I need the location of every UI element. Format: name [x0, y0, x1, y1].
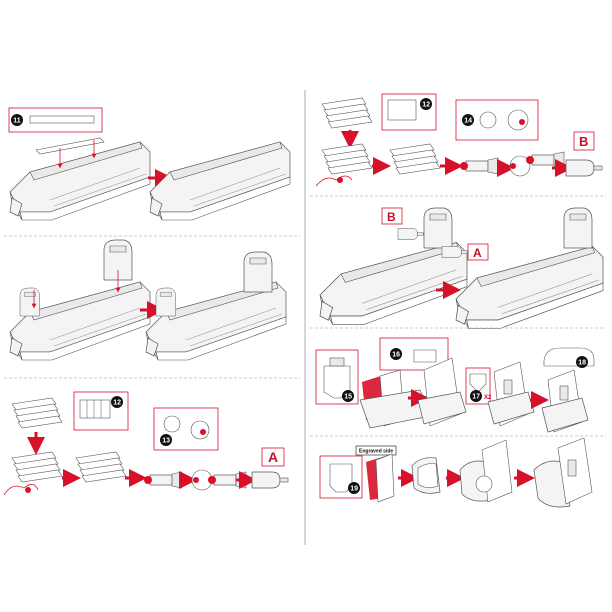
step-12-left-number: 12 [113, 400, 121, 407]
step-18-panel: 18 [541, 347, 595, 433]
step-14-panel: 14 B [455, 99, 603, 177]
label-a-mid: A [473, 246, 482, 260]
step-11-number: 11 [13, 118, 21, 125]
tower-step-result [145, 251, 287, 361]
attach-result [455, 207, 604, 329]
step-19-number: 19 [350, 486, 358, 493]
step-12-right-number: 12 [422, 102, 430, 109]
step-13-panel: 13 A [143, 407, 289, 491]
step-16-number: 16 [392, 352, 400, 359]
step-12-left-panel: 12 [3, 391, 147, 496]
step-15-16-panel: 15 16 [315, 337, 467, 429]
tower-step-panel [9, 239, 151, 361]
step-17-panel: 17 X2 [465, 361, 549, 427]
step-12-right-badge: 12 [420, 98, 432, 110]
label-a-left: A [268, 449, 278, 465]
step-14-badge: 14 [462, 114, 474, 126]
step-15-number: 15 [344, 394, 352, 401]
step-14-number: 14 [464, 118, 472, 125]
step-18-badge: 18 [576, 356, 588, 368]
label-engraved-side: Engraved side [359, 449, 393, 455]
step-15-badge: 15 [342, 390, 354, 402]
step-16-badge: 16 [390, 348, 402, 360]
step-18-number: 18 [578, 360, 586, 367]
label-b-right: B [579, 134, 588, 149]
step-19-panel: 19 Engraved side [319, 437, 593, 508]
step-12-left-badge: 12 [111, 396, 123, 408]
step-13-badge: 13 [160, 434, 172, 446]
step-19-badge: 19 [348, 482, 360, 494]
attach-b-a-panel: B A [319, 207, 489, 325]
step-11-result [149, 141, 291, 221]
step-12-right-panel: 12 [315, 93, 463, 187]
label-x2: X2 [484, 395, 492, 401]
step-11-badge: 11 [11, 114, 23, 126]
step-17-number: 17 [472, 394, 480, 401]
label-b-mid: B [387, 210, 396, 224]
step-11-panel: 11 [8, 107, 151, 221]
step-13-number: 13 [162, 438, 170, 445]
step-17-badge: 17 [470, 390, 482, 402]
